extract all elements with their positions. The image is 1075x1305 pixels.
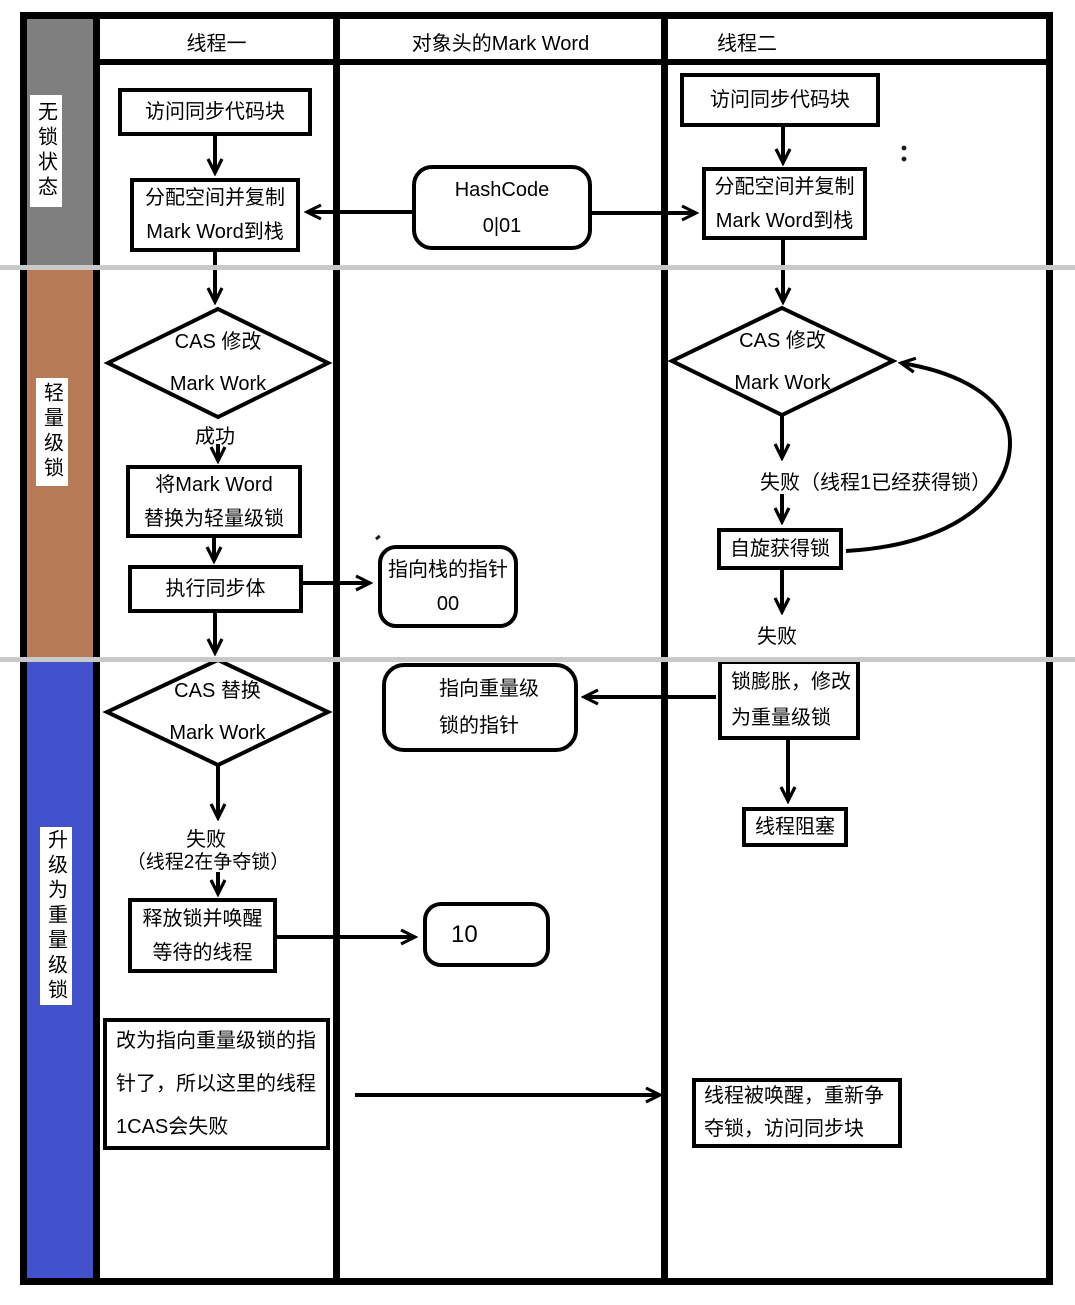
- box-line: Mark Word到栈: [146, 221, 284, 243]
- t2-lock-inflate-box: 锁膨胀，修改 为重量级锁: [718, 660, 860, 740]
- t2-thread-block-box: 线程阻塞: [742, 807, 848, 847]
- t1-fail-label: 失败: [186, 829, 226, 851]
- t2-access-sync-block-box: 访问同步代码块: [680, 73, 880, 127]
- t1-note-box: 改为指向重量级锁的指 针了，所以这里的线程 1CAS会失败: [103, 1018, 330, 1150]
- box-line: 0|01: [482, 214, 522, 237]
- box-line: 线程阻塞: [755, 816, 835, 838]
- box-line: 锁膨胀，修改: [731, 671, 851, 693]
- header-thread2: 线程二: [717, 33, 777, 55]
- t1-execute-sync-body-box: 执行同步体: [128, 565, 303, 613]
- table-outer-border: [20, 12, 1053, 1285]
- box-line: 将Mark Word: [155, 473, 273, 496]
- diamond-t1-cas-modify-text: CAS 修改 Mark Work: [108, 320, 328, 406]
- diamond-line: Mark Work: [169, 722, 266, 744]
- mw-stack-pointer-box: 指向栈的指针 00: [378, 545, 518, 628]
- box-line: 1CAS会失败: [116, 1115, 229, 1138]
- section-divider-2: [0, 657, 1075, 662]
- ink-tick-artifact: [375, 534, 381, 541]
- t1-release-wake-box: 释放锁并唤醒 等待的线程: [128, 898, 277, 973]
- t1-alloc-copy-box: 分配空间并复制 Mark Word到栈: [130, 178, 300, 252]
- ink-dot-artifact: [901, 145, 907, 151]
- section-label-heavyweight: 升级为重量级锁: [40, 827, 72, 1005]
- diamond-line: CAS 修改: [739, 330, 826, 352]
- box-line: HashCode: [454, 178, 550, 201]
- t1-replace-lightweight-box: 将Mark Word 替换为轻量级锁: [126, 465, 302, 538]
- t2-fail-label: 失败: [757, 626, 797, 648]
- t2-fail-thread1-locked-label: 失败（线程1已经获得锁）: [760, 472, 992, 494]
- diamond-line: CAS 替换: [174, 680, 261, 702]
- box-line: 锁的指针: [439, 714, 519, 737]
- t1-success-label: 成功: [195, 426, 235, 448]
- diamond-line: CAS 修改: [174, 331, 262, 353]
- column-divider-markword: [661, 12, 668, 1285]
- t1-access-sync-block-box: 访问同步代码块: [118, 88, 312, 136]
- ink-dot-artifact: [901, 156, 907, 162]
- diamond-t1-cas-replace-text: CAS 替换 Mark Work: [107, 669, 328, 755]
- box-line: 10: [451, 920, 478, 948]
- box-line: 指向重量级: [439, 677, 539, 700]
- t2-alloc-copy-box: 分配空间并复制 Mark Word到栈: [702, 167, 867, 240]
- diamond-t1-cas-replace: [102, 657, 333, 768]
- box-line: 替换为轻量级锁: [144, 507, 284, 530]
- box-line: 访问同步代码块: [145, 101, 285, 123]
- box-line: 释放锁并唤醒: [142, 907, 263, 930]
- header-markword: 对象头的Mark Word: [411, 33, 590, 55]
- box-line: 线程被唤醒，重新争: [704, 1085, 884, 1107]
- section-label-lightweight: 轻量级锁: [36, 378, 68, 486]
- diamond-line: Mark Work: [734, 372, 831, 394]
- column-divider-thread1: [333, 12, 340, 1285]
- box-line: 改为指向重量级锁的指: [116, 1029, 316, 1052]
- mw-hashcode-box: HashCode 0|01: [412, 165, 592, 250]
- arrow-t2-spin-retry-loop: [845, 363, 1013, 553]
- t1-fail-reason: （线程2在争夺锁）: [126, 852, 290, 873]
- header-underline: [93, 59, 1053, 65]
- box-line: 访问同步代码块: [710, 89, 850, 111]
- box-line: 夺锁，访问同步块: [704, 1118, 864, 1140]
- header-thread1: 线程一: [186, 33, 247, 55]
- diamond-line: Mark Work: [169, 373, 267, 395]
- mw-heavy-pointer-box: 指向重量级 锁的指针: [382, 663, 578, 752]
- box-line: 针了，所以这里的线程: [116, 1072, 316, 1095]
- t2-wake-retry-box: 线程被唤醒，重新争 夺锁，访问同步块: [692, 1078, 902, 1148]
- box-line: 00: [436, 592, 460, 615]
- diamond-t2-cas-modify-text: CAS 修改 Mark Work: [672, 319, 893, 405]
- box-line: Mark Word到栈: [715, 209, 854, 232]
- section-label-lock-free: 无锁状态: [30, 95, 62, 207]
- box-line: 分配空间并复制: [145, 187, 285, 209]
- column-divider-label: [93, 12, 100, 1285]
- box-line: 为重量级锁: [731, 707, 831, 729]
- mw-heavy-bits-box: 10: [423, 902, 550, 967]
- t2-spin-acquire-box: 自旋获得锁: [717, 528, 843, 570]
- box-line: 指向栈的指针: [388, 558, 508, 581]
- box-line: 执行同步体: [165, 578, 266, 600]
- diamond-t1-cas-modify: [103, 306, 333, 420]
- box-line: 分配空间并复制: [714, 175, 855, 198]
- box-line: 自旋获得锁: [730, 538, 830, 560]
- section-divider-1: [0, 265, 1075, 270]
- box-line: 等待的线程: [152, 941, 253, 964]
- diamond-t2-cas-modify: [667, 305, 898, 418]
